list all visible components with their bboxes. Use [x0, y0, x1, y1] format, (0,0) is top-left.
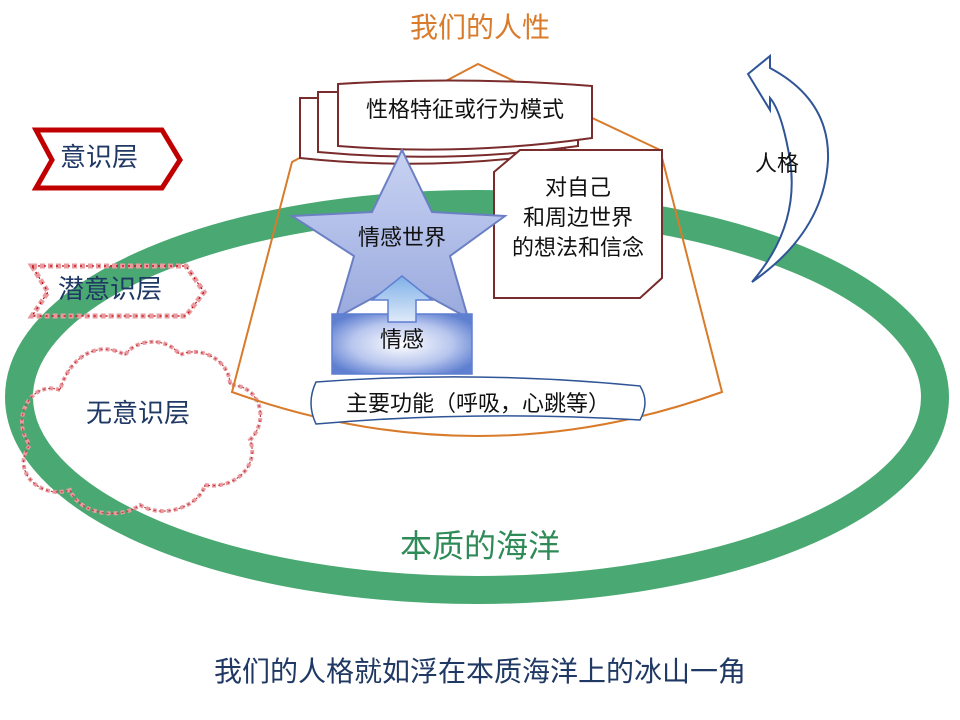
conscious-label: 意识层 — [60, 143, 139, 173]
beliefs-line-3: 的想法和信念 — [511, 236, 644, 261]
personality-arrow-icon — [746, 53, 830, 283]
functions-label: 主要功能（呼吸，心跳等） — [345, 392, 610, 417]
caption: 我们的人格就如浮在本质海洋上的冰山一角 — [213, 655, 746, 688]
subconscious-tag — [27, 263, 208, 319]
emotional-world-label: 情感世界 — [357, 226, 446, 251]
functions-banner — [310, 376, 646, 425]
iceberg-outline — [230, 62, 724, 437]
personality-label: 人格 — [754, 152, 799, 177]
emotion-label: 情感 — [379, 328, 424, 353]
conscious-tag — [31, 127, 183, 191]
up-arrow-icon — [369, 275, 435, 323]
subconscious-label: 潜意识层 — [58, 275, 163, 305]
unconscious-cloud — [19, 339, 263, 516]
beliefs-line-1: 对自己 — [544, 176, 611, 201]
unconscious-label: 无意识层 — [86, 399, 191, 429]
diagram-title: 我们的人性 — [409, 11, 550, 44]
beliefs-box — [493, 149, 663, 299]
emotion-box — [331, 313, 473, 375]
ocean-label: 本质的海洋 — [399, 527, 560, 565]
traits-label: 性格特征或行为模式 — [365, 98, 564, 123]
ocean-ring — [5, 190, 949, 604]
beliefs-line-2: 和周边世界 — [522, 206, 633, 231]
